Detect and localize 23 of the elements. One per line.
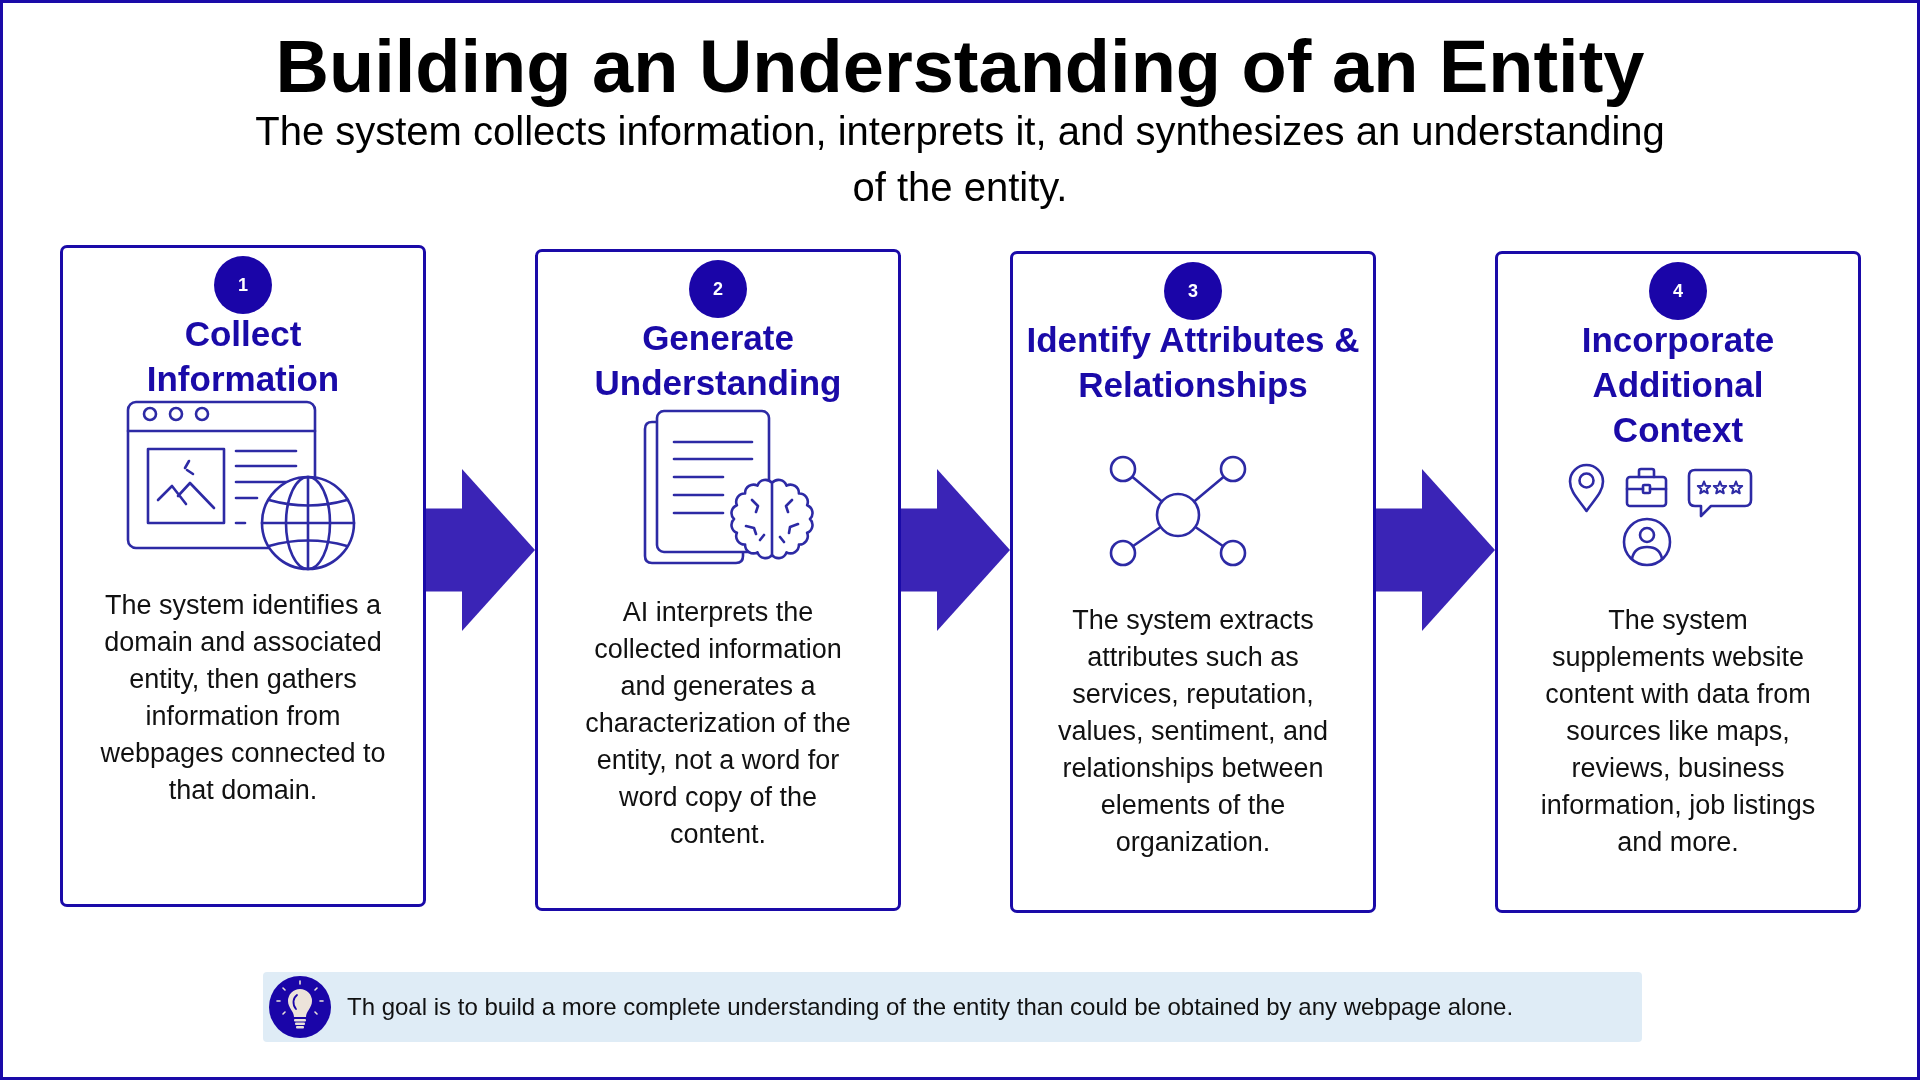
- step-number: 3: [1164, 262, 1222, 320]
- subtitle: The system collects information, interprets it, and synthesizes an understanding of the entity.: [254, 108, 1666, 211]
- step-heading: Identify Attributes & Relationships: [1025, 319, 1361, 406]
- note-text: Th goal is to build a more complete understanding of the entity than could be obtained by any webpage alone.: [347, 992, 1514, 1022]
- block-arrow: [1376, 469, 1495, 631]
- block-arrow: [426, 469, 535, 631]
- step-number: 4: [1649, 262, 1707, 320]
- step-number: 1: [214, 256, 272, 314]
- step-description: The system extracts attributes such as services, reputation, values, sentiment, and relationships between elements of the organization.: [1056, 604, 1330, 859]
- step-card: [1010, 251, 1376, 913]
- step-number: 2: [689, 260, 747, 318]
- block-arrow: [901, 469, 1010, 631]
- diagram-title: Building an Understanding of an Entity: [275, 25, 1645, 109]
- step-heading: Incorporate Additional Context: [1580, 319, 1776, 451]
- step-description: The system identifies a domain and associated entity, then gathers information from webpages connected to that domain.: [99, 589, 387, 807]
- step-card: [535, 249, 901, 911]
- step-card: [60, 245, 426, 907]
- step-description: AI interprets the collected information and generates a characterization of the entity, not a word for word copy of the content.: [584, 596, 852, 851]
- step-heading: Generate Understanding: [593, 317, 843, 404]
- step-card: [1495, 251, 1861, 913]
- note-banner: [263, 972, 1642, 1042]
- step-description: The system supplements website content with data from sources like maps, reviews, business information, job listings and more.: [1539, 604, 1817, 859]
- step-heading: Collect Information: [145, 313, 341, 400]
